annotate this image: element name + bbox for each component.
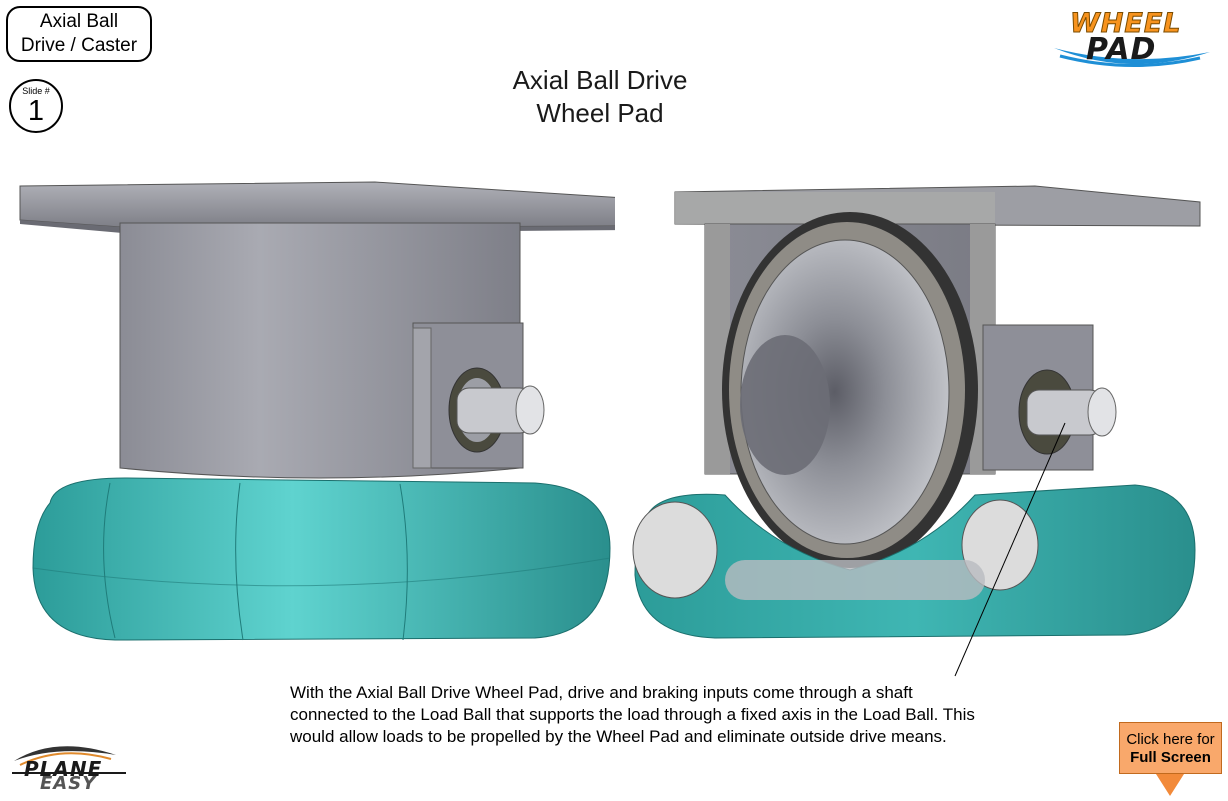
full-screen-line2: Full Screen xyxy=(1130,749,1211,766)
slide-number: 1 xyxy=(27,95,45,127)
topic-badge: Axial Ball Drive / Caster xyxy=(6,6,152,62)
wheel-pad-cutaway-illustration xyxy=(632,185,1201,639)
title-line1: Axial Ball Drive xyxy=(512,65,688,95)
description-line2: connected to the Load Ball that supports… xyxy=(290,705,975,724)
topic-line1: Axial Ball xyxy=(39,11,119,32)
description-line3: would allow loads to be propelled by the… xyxy=(290,727,947,746)
full-screen-button[interactable]: Click here for Full Screen xyxy=(1119,722,1222,774)
slide-number-badge: Slide # 1 xyxy=(9,79,63,133)
description-text: With the Axial Ball Drive Wheel Pad, dri… xyxy=(290,682,1090,748)
topic-line2: Drive / Caster xyxy=(20,35,138,56)
arrow-down-icon[interactable] xyxy=(1156,774,1184,796)
logo-swoosh-icon xyxy=(1054,48,1210,67)
logo-word-wheel: WHEEL xyxy=(1069,8,1182,40)
brand-word-plane: PLANE xyxy=(24,757,103,781)
callout-leader-line xyxy=(954,422,1066,677)
plane-easy-logo: PLANE EASY xyxy=(6,737,136,797)
brand-word-easy: EASY xyxy=(40,773,97,794)
wheel-pad-logo: WHEEL PAD xyxy=(1050,8,1215,70)
logo-word-pad: PAD xyxy=(1086,32,1157,67)
full-screen-line1: Click here for xyxy=(1126,731,1215,748)
slide-label: Slide # xyxy=(22,86,50,96)
title-line2: Wheel Pad xyxy=(536,98,664,128)
wheel-pad-exterior-illustration xyxy=(19,181,615,641)
description-line1: With the Axial Ball Drive Wheel Pad, dri… xyxy=(290,683,913,702)
plane-swoosh-icon xyxy=(12,746,126,774)
page-title: Axial Ball Drive Wheel Pad xyxy=(440,64,760,130)
